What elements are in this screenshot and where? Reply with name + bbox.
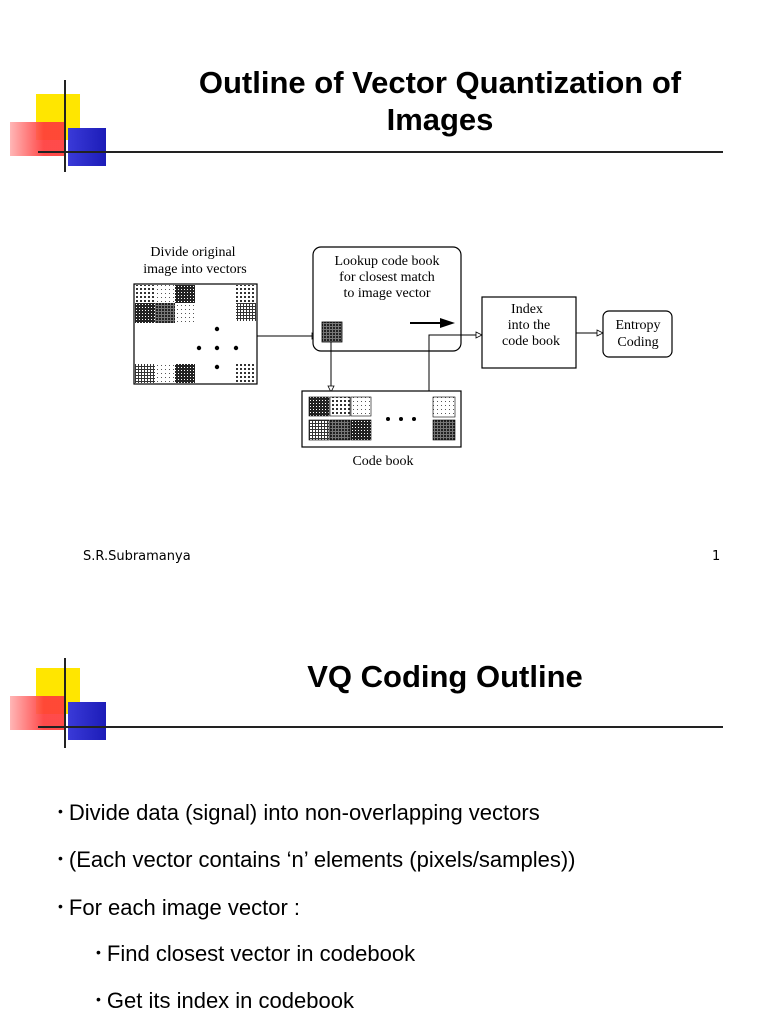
footer-author: S.R.Subramanya	[83, 549, 191, 564]
bullet-text: Divide data (signal) into non-overlappin…	[69, 800, 540, 825]
codebook-entry	[351, 397, 371, 416]
ellipsis-dot	[412, 417, 416, 421]
ellipsis-dot	[215, 365, 219, 369]
sub-bullet-item: • Find closest vector in codebook	[96, 941, 415, 967]
bullet-item: • (Each vector contains ‘n’ elements (pix…	[58, 847, 576, 873]
codebook-entry	[309, 397, 329, 416]
image-block	[236, 303, 256, 321]
slide-2-title: VQ Coding Outline	[200, 658, 690, 695]
divide-label-2: image into vectors	[143, 262, 246, 277]
ellipsis-dot	[197, 346, 201, 350]
codebook-entry	[433, 397, 455, 417]
lookup-label-1: Lookup code book	[335, 254, 440, 269]
divide-label-1: Divide original	[150, 245, 235, 260]
sub-bullet-text: Get its index in codebook	[107, 988, 354, 1013]
ellipsis-dot	[234, 346, 238, 350]
footer-page-number: 1	[712, 549, 720, 564]
bullet-item: • For each image vector :	[58, 895, 300, 921]
index-label-1: Index	[511, 302, 543, 317]
bullet-dot: •	[58, 898, 63, 914]
image-block	[175, 303, 195, 323]
image-block	[155, 364, 175, 383]
codebook-entry	[309, 420, 329, 440]
codebook-label: Code book	[352, 454, 413, 469]
image-block	[175, 364, 195, 383]
bullet-item: • Divide data (signal) into non-overlappi…	[58, 800, 540, 826]
sub-bullet-item: • Get its index in codebook	[96, 988, 354, 1014]
title-underline	[38, 726, 723, 728]
logo-red-square	[10, 696, 66, 730]
bullet-dot: •	[96, 991, 101, 1007]
entropy-label-2: Coding	[617, 335, 658, 350]
entropy-label-1: Entropy	[615, 318, 660, 333]
arrowhead	[597, 330, 603, 336]
image-block	[236, 364, 256, 383]
ellipsis-dot	[215, 327, 219, 331]
image-block	[135, 285, 155, 303]
bullet-text: (Each vector contains ‘n’ elements (pixe…	[69, 847, 576, 872]
index-label-3: code book	[502, 334, 560, 349]
slide-logo	[8, 658, 118, 758]
ellipsis-dot	[215, 346, 219, 350]
codebook-entry	[433, 420, 455, 440]
image-block	[175, 285, 195, 303]
image-block	[155, 303, 175, 323]
slide-1: Outline of Vector Quantization of Images	[0, 0, 768, 600]
bullet-dot: •	[58, 850, 63, 866]
vq-diagram: Divide original image into vectors Looku…	[0, 0, 768, 600]
arrowhead	[476, 332, 482, 338]
index-label-2: into the	[508, 318, 550, 333]
sub-bullet-text: Find closest vector in codebook	[107, 941, 415, 966]
lookup-label-2: for closest match	[339, 270, 435, 285]
bullet-dot: •	[96, 944, 101, 960]
lookup-label-3: to image vector	[343, 286, 430, 301]
codebook-entry	[330, 420, 350, 440]
bullet-dot: •	[58, 803, 63, 819]
ellipsis-dot	[386, 417, 390, 421]
slide-2: VQ Coding Outline • Divide data (signal) …	[0, 600, 768, 1024]
image-block	[236, 285, 256, 303]
logo-blue-square	[68, 702, 106, 740]
codebook-entry	[330, 397, 350, 416]
ellipsis-dot	[399, 417, 403, 421]
bullet-text: For each image vector :	[69, 895, 300, 920]
image-vector-block	[322, 322, 342, 342]
codebook-entry	[351, 420, 371, 440]
image-block	[135, 303, 155, 323]
image-block	[135, 364, 155, 383]
logo-vertical-line	[64, 658, 66, 748]
image-block	[155, 285, 175, 303]
